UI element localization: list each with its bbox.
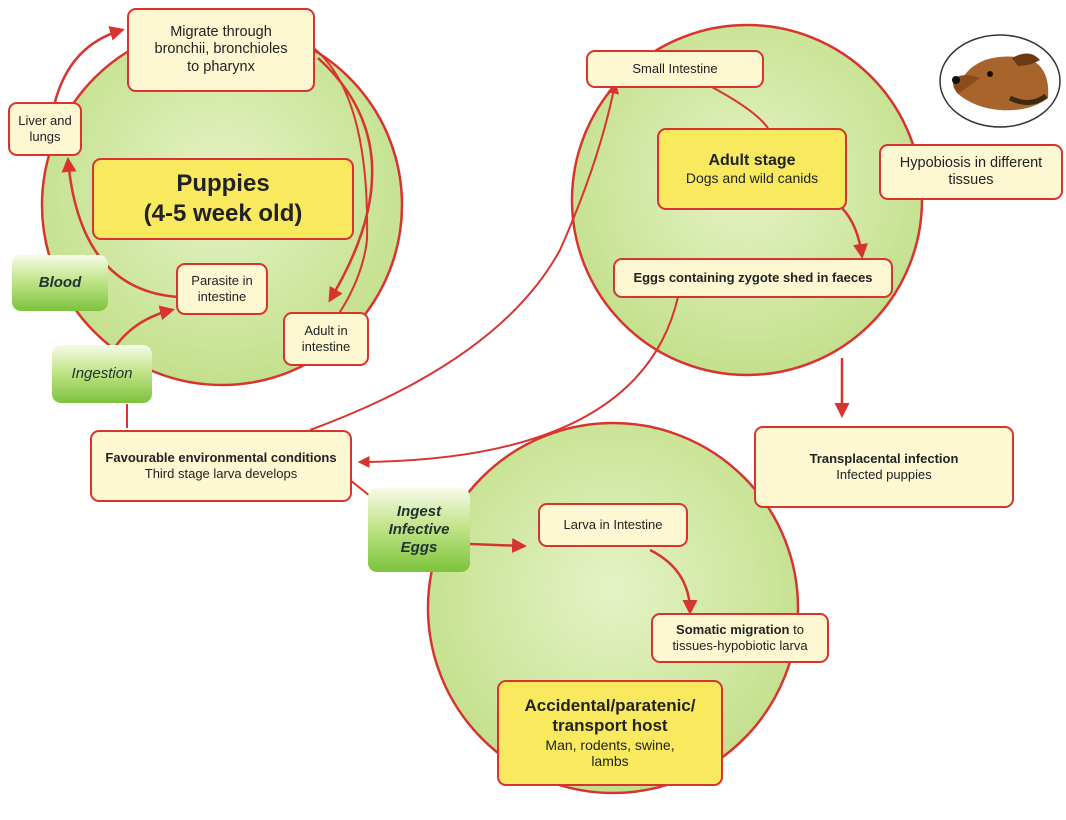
somatic-rest: to	[789, 622, 804, 638]
liver-lungs-line-1: Liver and	[18, 113, 72, 129]
hypobiosis-line-2: tissues	[948, 172, 994, 188]
ingestion-label: Ingestion	[71, 365, 133, 382]
adult-stage-title: Adult stage	[708, 152, 796, 169]
paratenic-examples-1: Man, rodents, swine,	[545, 736, 675, 753]
paratenic-host-box: Accidental/paratenic/ transport host Man…	[497, 680, 723, 786]
larva-intestine-label: Larva in Intestine	[563, 517, 663, 533]
ingest-eggs-line-1: Ingest	[396, 503, 442, 520]
migrate-line-3: to pharynx	[187, 58, 255, 75]
hypobiosis-line-1: Hypobiosis in different	[899, 154, 1043, 171]
transplacental-subtitle: Infected puppies	[836, 467, 932, 482]
blood-label: Blood	[38, 274, 82, 291]
adult-intestine-line-2: intestine	[301, 339, 351, 354]
adult-intestine-box: Adult in intestine	[283, 312, 369, 366]
arrow-larva-to-somatic	[649, 548, 698, 615]
hypobiosis-box: Hypobiosis in different tissues	[879, 144, 1063, 200]
somatic-line-2: tissues-hypobiotic larva	[672, 638, 808, 653]
arrow-liver-to-migrate	[53, 26, 125, 103]
eggs-shed-label: Eggs containing zygote shed in faeces	[633, 270, 873, 286]
dog-head-icon	[952, 53, 1049, 111]
environment-subtitle: Third stage larva develops	[144, 466, 298, 481]
ingest-eggs-tag: Ingest Infective Eggs	[368, 488, 470, 572]
liver-lungs-line-2: lungs	[29, 129, 61, 144]
paratenic-title-1: Accidental/paratenic/	[524, 695, 696, 715]
arrow-small-intestine-to-adult	[709, 85, 769, 129]
somatic-line-1: Somatic migration to	[676, 622, 804, 638]
paratenic-examples-2: lambs	[591, 753, 629, 770]
small-intestine-box: Small Intestine	[586, 50, 764, 88]
puppies-host-box: Puppies (4-5 week old)	[92, 158, 354, 240]
transplacental-box: Transplacental infection Infected puppie…	[754, 426, 1014, 508]
environment-title: Favourable environmental conditions	[105, 450, 337, 466]
puppies-age: (4-5 week old)	[143, 200, 303, 227]
adult-stage-subtitle: Dogs and wild canids	[685, 170, 819, 187]
parasite-line-1: Parasite in	[191, 273, 253, 289]
larva-intestine-box: Larva in Intestine	[538, 503, 688, 547]
adult-stage-box: Adult stage Dogs and wild canids	[657, 128, 847, 210]
ingestion-tag: Ingestion	[52, 345, 152, 403]
adult-intestine-line-1: Adult in	[304, 323, 348, 339]
liver-lungs-box: Liver and lungs	[8, 102, 82, 156]
arrow-eggs-to-environment	[357, 296, 679, 468]
paratenic-title-2: transport host	[552, 716, 668, 736]
arrow-adult-to-eggs	[841, 207, 868, 259]
somatic-bold: Somatic migration	[676, 622, 790, 638]
eggs-shed-box: Eggs containing zygote shed in faeces	[613, 258, 893, 298]
transplacental-title: Transplacental infection	[809, 451, 959, 467]
parasite-line-2: intestine	[197, 289, 247, 304]
migrate-line-1: Migrate through	[170, 23, 272, 40]
arrow-eggs-to-larva	[469, 538, 527, 554]
somatic-migration-box: Somatic migration to tissues-hypobiotic …	[651, 613, 829, 663]
migrate-box: Migrate through bronchii, bronchioles to…	[127, 8, 315, 92]
blood-tag: Blood	[12, 255, 108, 311]
ingest-eggs-line-3: Eggs	[400, 539, 438, 556]
small-intestine-label: Small Intestine	[632, 61, 718, 77]
ingest-eggs-line-2: Infective	[388, 521, 450, 538]
environment-box: Favourable environmental conditions Thir…	[90, 430, 352, 502]
arrow-env-to-small-intestine	[309, 81, 620, 431]
parasite-intestine-box: Parasite in intestine	[176, 263, 268, 315]
puppies-title: Puppies	[176, 170, 270, 197]
migrate-line-2: bronchii, bronchioles	[154, 41, 288, 58]
